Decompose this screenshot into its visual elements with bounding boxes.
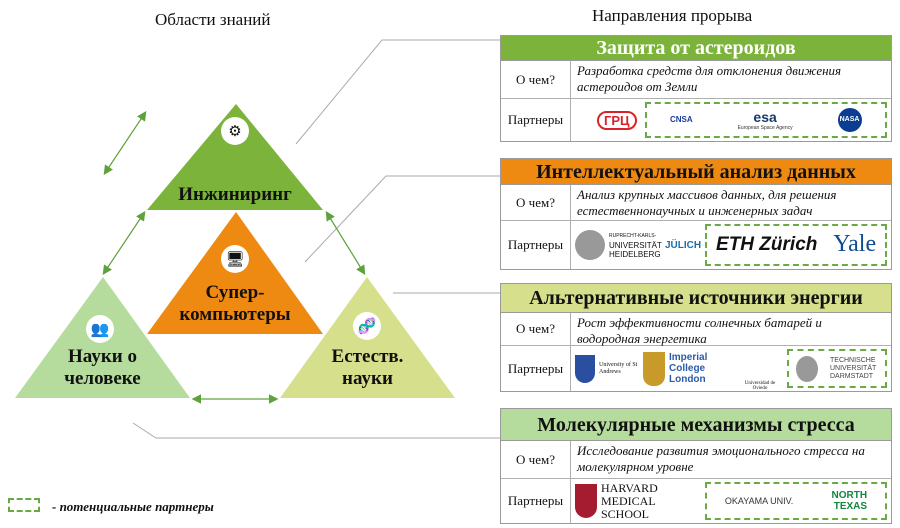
engineering-label: Инжиниринг [178, 184, 292, 205]
label-line: Супер- [205, 282, 265, 303]
harvard-shield-icon [575, 484, 597, 518]
right-title: Направления прорыва [592, 6, 753, 25]
partner-logo: Universidad de Oviedo [744, 381, 776, 391]
gears-icon: ⚙ [221, 117, 249, 145]
partner-logo: esa [753, 108, 777, 125]
partners-label: Партнеры [501, 346, 571, 391]
partner-logo: CNSA [670, 115, 693, 125]
engineering-triangle [147, 104, 323, 210]
supercomputers-triangle [147, 212, 323, 334]
relation-arrows [103, 111, 147, 175]
partners-label: Партнеры [501, 99, 571, 141]
direction-title: Молекулярные механизмы стресса [501, 409, 891, 441]
st-andrews-shield-icon [575, 354, 595, 383]
direction-description: Исследование развития эмоционального стр… [577, 443, 865, 474]
darmstadt-head-icon [796, 355, 818, 382]
heidelberg-seal-icon [575, 230, 605, 260]
partner-logo: Imperial College London [669, 352, 708, 385]
logo-subtitle: European Space Agency [737, 124, 793, 131]
potential-partners-box: OKAYAMA UNIV. NORTH TEXAS [705, 481, 887, 521]
about-label: О чем? [501, 185, 571, 220]
direction-title: Интеллектуальный анализ данных [501, 159, 891, 185]
direction-description: Анализ крупных массивов данных, для реше… [577, 187, 837, 218]
direction-asteroid-defense: Защита от астероидов О чем?Разработка ср… [500, 35, 892, 142]
direction-data-analysis: Интеллектуальный анализ данных О чем?Ана… [500, 158, 892, 270]
potential-partners-box: ETH Zürich Yale [705, 223, 887, 267]
direction-description: Рост эффективности солнечных батарей и в… [577, 315, 822, 346]
direction-description: Разработка средств для отклонения движен… [577, 63, 842, 94]
partner-logo: UNIVERSITÄT HEIDELBERG [609, 240, 662, 259]
label-line: Естеств. [331, 346, 404, 367]
computer-icon: 🖥 [221, 245, 249, 273]
arrow-eng-natural [325, 210, 366, 276]
label-line: Науки о [68, 346, 137, 367]
label-line: компьютеры [179, 304, 291, 325]
dna-icon: 🧬 [353, 312, 381, 340]
partner-logo: TECHNISCHE UNIVERSITÄT DARMSTADT [830, 356, 877, 380]
natural-sciences-label: Естеств.науки [280, 346, 455, 390]
partners-label: Партнеры [501, 221, 571, 269]
about-label: О чем? [501, 61, 571, 98]
left-title: Области знаний [155, 10, 271, 29]
potential-partners-legend-swatch [8, 498, 40, 512]
partner-logo: Yale [833, 231, 877, 258]
supercomputers-label: Супер-компьютеры [147, 282, 323, 326]
partner-logo: OKAYAMA UNIV. [724, 496, 794, 506]
about-label: О чем? [501, 313, 571, 345]
partner-logo: University of St Andrews [599, 361, 638, 375]
partner-logo: HARVARD MEDICAL SCHOOL [601, 480, 658, 521]
label-line: человеке [64, 368, 141, 389]
label-line: науки [342, 368, 393, 389]
potential-partners-box: TECHNISCHE UNIVERSITÄT DARMSTADT [787, 348, 887, 389]
partner-logo: ГРЦ [597, 110, 637, 130]
legend-text: - потенциальные партнеры [52, 499, 214, 514]
direction-stress-mechanisms: Молекулярные механизмы стресса О чем?Исс… [500, 408, 892, 524]
direction-alternative-energy: Альтернативные источники энергии О чем?Р… [500, 283, 892, 392]
direction-title: Защита от астероидов [501, 36, 891, 61]
about-label: О чем? [501, 441, 571, 478]
partner-logo: NORTH TEXAS [831, 490, 868, 512]
arrow-eng-human [102, 211, 146, 275]
partner-logo: JÜLICH [665, 239, 702, 251]
partner-logo: ETH Zürich [716, 233, 818, 255]
logo-subtitle: RUPRECHT-KARLS- [609, 232, 657, 239]
direction-title: Альтернативные источники энергии [501, 284, 891, 313]
people-icon: 👥 [86, 315, 114, 343]
imperial-shield-icon [643, 351, 665, 386]
partners-label: Партнеры [501, 479, 571, 523]
partner-logo: NASA [837, 107, 862, 132]
partner-logo-heidelberg: RUPRECHT-KARLS-UNIVERSITÄT HEIDELBERG [609, 232, 662, 259]
